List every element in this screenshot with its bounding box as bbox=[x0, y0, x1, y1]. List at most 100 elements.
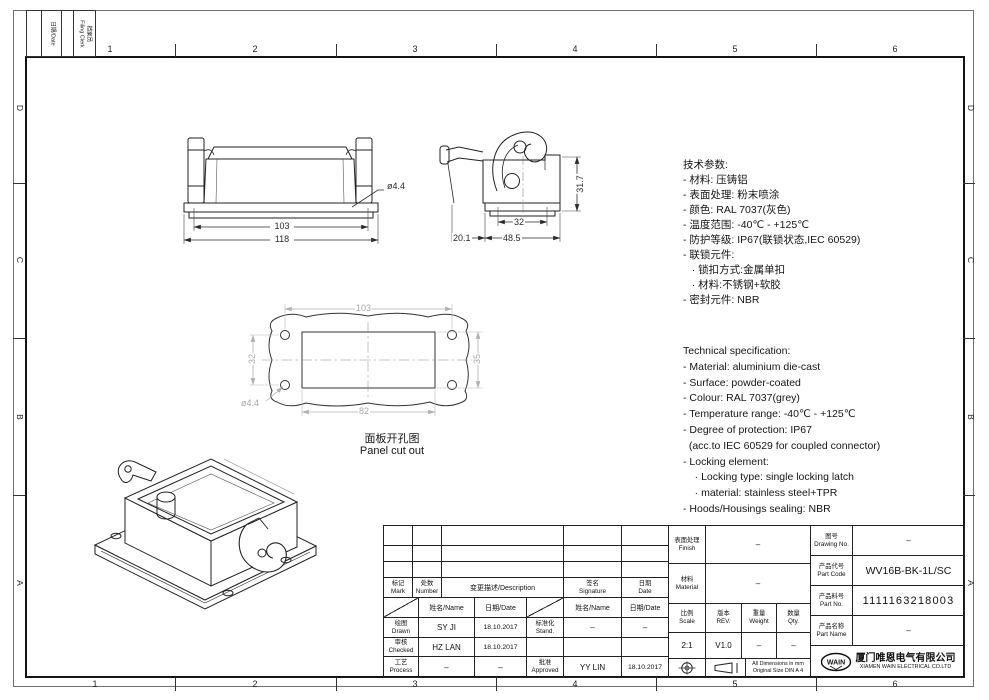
filing-date-cell: 日期/Date bbox=[42, 11, 63, 56]
drawing-no-value: – bbox=[853, 526, 965, 556]
rev-empty-cell bbox=[442, 526, 564, 546]
cutout-dim-bottom: 82 bbox=[358, 406, 371, 416]
zone-number-top: 1 bbox=[107, 44, 113, 54]
note-line: - Locking element: bbox=[683, 455, 769, 468]
sig-diagonal-cell bbox=[384, 598, 419, 618]
part-no-value: 1111163218003 bbox=[853, 586, 965, 616]
rev-empty-cell bbox=[384, 546, 413, 562]
rev-empty-cell bbox=[413, 546, 442, 562]
weight-value: – bbox=[742, 633, 777, 659]
rev-empty-cell bbox=[564, 526, 622, 546]
note-line: - 温度范围: -40℃ - +125℃ bbox=[683, 219, 809, 231]
zone-number-top: 5 bbox=[732, 44, 738, 54]
cutout-caption-cn: 面板开孔图 bbox=[364, 433, 420, 445]
notes-english: Technical specification: - Material: alu… bbox=[683, 344, 880, 518]
zone-tick bbox=[963, 338, 975, 339]
note-line: · 材料:不锈钢+软胶 bbox=[683, 279, 781, 291]
rev-empty-cell bbox=[442, 562, 564, 578]
sig-stand-name: – bbox=[564, 618, 622, 638]
note-line: - Colour: RAL 7037(grey) bbox=[683, 392, 800, 405]
sig-drawn-name: SY JI bbox=[419, 618, 475, 638]
note-line: - 颜色: RAL 7037(灰色) bbox=[683, 204, 791, 216]
sig-empty-cell bbox=[622, 638, 669, 657]
zone-tick bbox=[13, 338, 25, 339]
cone-icon bbox=[714, 662, 737, 674]
note-line: - Material: aluminium die-cast bbox=[683, 360, 821, 373]
part-code-value: WV16B-BK-1L/SC bbox=[853, 556, 965, 586]
zone-tick bbox=[496, 678, 497, 691]
zone-tick bbox=[175, 44, 176, 57]
note-line: 技术参数: bbox=[683, 159, 728, 171]
zone-number-bottom: 3 bbox=[412, 679, 418, 689]
rev-header-description: 变更描述/Description bbox=[442, 578, 564, 598]
qty-value: – bbox=[777, 633, 811, 659]
note-line: - 密封元件: NBR bbox=[683, 294, 760, 306]
side-dim-height: 31.7 bbox=[574, 174, 585, 194]
svg-text:WAIN: WAIN bbox=[826, 659, 844, 666]
cutout-dim-top: 103 bbox=[355, 303, 373, 313]
zone-number-top: 4 bbox=[572, 44, 578, 54]
zone-tick bbox=[816, 44, 817, 57]
note-line: - Degree of protection: IP67 bbox=[683, 423, 812, 436]
filing-empty-cell bbox=[62, 11, 74, 56]
rev-empty-cell bbox=[413, 526, 442, 546]
zone-tick bbox=[13, 495, 25, 496]
note-line: - 材料: 压铸铝 bbox=[683, 174, 748, 186]
note-line: - 联锁元件: bbox=[683, 249, 735, 261]
zone-tick bbox=[656, 678, 657, 691]
zone-number-bottom: 6 bbox=[892, 679, 898, 689]
note-line: - Hoods/Housings sealing: NBR bbox=[683, 502, 831, 515]
zone-number-bottom: 1 bbox=[92, 679, 98, 689]
part-name-value: – bbox=[853, 616, 965, 646]
rev-value: V1.0 bbox=[706, 633, 742, 659]
zone-number-top: 3 bbox=[412, 44, 418, 54]
zone-number-bottom: 4 bbox=[572, 679, 578, 689]
zone-tick bbox=[816, 678, 817, 691]
company-name: 厦门唯恩电气有限公司 XIAMEN WAIN ELECTRICAL CO.LTD bbox=[855, 652, 956, 671]
rev-empty-cell bbox=[442, 546, 564, 562]
rev-empty-cell bbox=[622, 562, 669, 578]
zone-number-bottom: 5 bbox=[732, 679, 738, 689]
zone-tick bbox=[13, 183, 25, 184]
wain-logo: WAIN bbox=[820, 652, 851, 671]
sig-process-name: – bbox=[419, 657, 475, 678]
note-line: (acc.to IEC 60529 for coupled connector) bbox=[683, 439, 881, 452]
sig-empty-cell bbox=[564, 638, 622, 657]
cutout-caption-en: Panel cut out bbox=[359, 445, 425, 457]
rev-empty-cell bbox=[413, 562, 442, 578]
outer-border bbox=[13, 10, 974, 687]
note-line: - 防护等级: IP67(联锁状态,IEC 60529) bbox=[683, 234, 861, 246]
sig-approved-date: 18.10.2017 bbox=[622, 657, 669, 678]
note-line: · 锁扣方式:金属单扣 bbox=[683, 264, 786, 276]
first-angle-projection-icon bbox=[669, 659, 706, 678]
note-line: - Surface: powder-coated bbox=[683, 376, 801, 389]
rev-empty-cell bbox=[384, 526, 413, 546]
projection-circle-icon bbox=[678, 661, 696, 675]
projection-cone-icon bbox=[706, 659, 746, 678]
scale-value: 2:1 bbox=[669, 633, 706, 659]
sig-empty-cell bbox=[527, 638, 564, 657]
sig-name-header: 姓名/Name bbox=[419, 598, 475, 618]
sig-name-header: 姓名/Name bbox=[564, 598, 622, 618]
sig-date-header: 日期/Date bbox=[622, 598, 669, 618]
zone-tick bbox=[496, 44, 497, 57]
note-line: - Temperature range: -40℃ - +125℃ bbox=[683, 408, 856, 421]
note-line: Technical specification: bbox=[683, 345, 791, 357]
note-line: - 表面处理: 粉末喷涂 bbox=[683, 189, 780, 201]
note-line: · material: stainless steel+TPR bbox=[683, 487, 838, 500]
